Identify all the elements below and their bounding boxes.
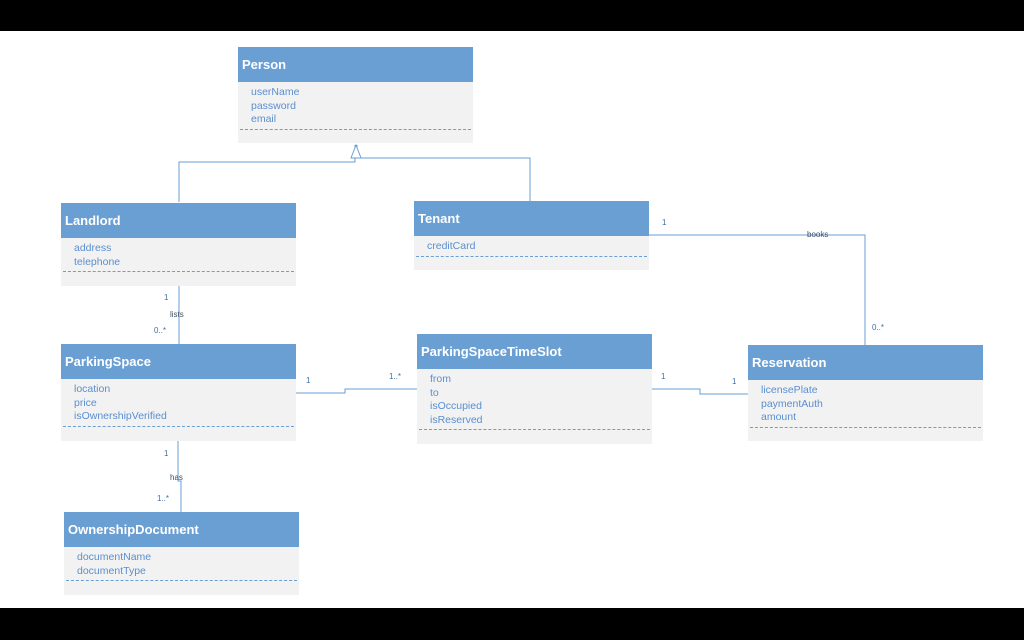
- class-landlord[interactable]: Landlord address telephone: [61, 203, 296, 286]
- attribute: isReserved: [430, 413, 483, 426]
- multiplicity-slot-reservation-source: 1: [661, 372, 666, 381]
- attribute: isOwnershipVerified: [74, 410, 167, 423]
- attribute: isOccupied: [430, 400, 482, 413]
- association-label-has: has: [170, 473, 183, 482]
- multiplicity-lists-source: 1: [164, 293, 169, 302]
- class-name: Person: [238, 47, 473, 82]
- diagram-canvas: Person userName password email Landlord …: [0, 31, 1024, 608]
- assoc-slot-reservation-line: [652, 388, 748, 395]
- association-label-lists: lists: [170, 310, 184, 319]
- class-parking-space[interactable]: ParkingSpace location price isOwnershipV…: [61, 344, 296, 441]
- attribute: price: [74, 396, 97, 409]
- attribute: paymentAuth: [761, 397, 823, 410]
- assoc-has-line: [177, 441, 182, 512]
- compartment-divider: [240, 128, 471, 130]
- class-reservation[interactable]: Reservation licensePlate paymentAuth amo…: [748, 345, 983, 441]
- attribute: creditCard: [427, 240, 476, 252]
- multiplicity-space-slot-source: 1: [306, 376, 311, 385]
- association-label-books: books: [807, 230, 829, 239]
- compartment-divider: [750, 426, 981, 428]
- attribute: documentName: [77, 551, 152, 563]
- class-name: Landlord: [61, 203, 296, 238]
- compartment-divider: [419, 429, 650, 431]
- multiplicity-lists-target: 0..*: [154, 326, 167, 335]
- connector-layer: [177, 143, 866, 512]
- multiplicity-books-target: 0..*: [872, 323, 885, 332]
- attribute: email: [251, 113, 277, 126]
- multiplicity-slot-reservation-target: 1: [732, 377, 737, 386]
- class-name: ParkingSpace: [61, 344, 296, 379]
- multiplicity-has-source: 1: [164, 449, 169, 458]
- attribute: documentType: [77, 564, 146, 577]
- class-name: ParkingSpaceTimeSlot: [417, 334, 652, 369]
- compartment-divider: [63, 271, 294, 273]
- multiplicity-books-source: 1: [662, 218, 667, 227]
- multiplicity-has-target: 1..*: [157, 494, 170, 503]
- generalization-tenant: [356, 145, 531, 201]
- class-name: OwnershipDocument: [64, 512, 299, 547]
- generalization-arrowhead: [350, 143, 362, 159]
- attribute: userName: [251, 86, 300, 98]
- attribute: location: [74, 383, 111, 395]
- generalization-landlord: [178, 145, 356, 202]
- compartment-divider: [416, 255, 647, 257]
- attribute: amount: [761, 411, 797, 424]
- class-ownership-document[interactable]: OwnershipDocument documentName documentT…: [64, 512, 299, 595]
- class-parking-space-time-slot[interactable]: ParkingSpaceTimeSlot from to isOccupied …: [417, 334, 652, 444]
- class-tenant[interactable]: Tenant creditCard: [414, 201, 649, 270]
- class-name: Tenant: [414, 201, 649, 236]
- attribute: password: [251, 99, 296, 112]
- attribute: licensePlate: [761, 384, 818, 396]
- compartment-divider: [63, 425, 294, 427]
- attribute: from: [430, 373, 451, 385]
- compartment-divider: [66, 580, 297, 582]
- class-name: Reservation: [748, 345, 983, 380]
- assoc-space-slot-line: [296, 388, 417, 394]
- attribute: telephone: [74, 255, 121, 268]
- class-person[interactable]: Person userName password email: [238, 47, 473, 143]
- attribute: address: [74, 242, 112, 254]
- attribute: to: [430, 386, 439, 399]
- assoc-books-line: [649, 234, 866, 345]
- multiplicity-space-slot-target: 1..*: [389, 372, 402, 381]
